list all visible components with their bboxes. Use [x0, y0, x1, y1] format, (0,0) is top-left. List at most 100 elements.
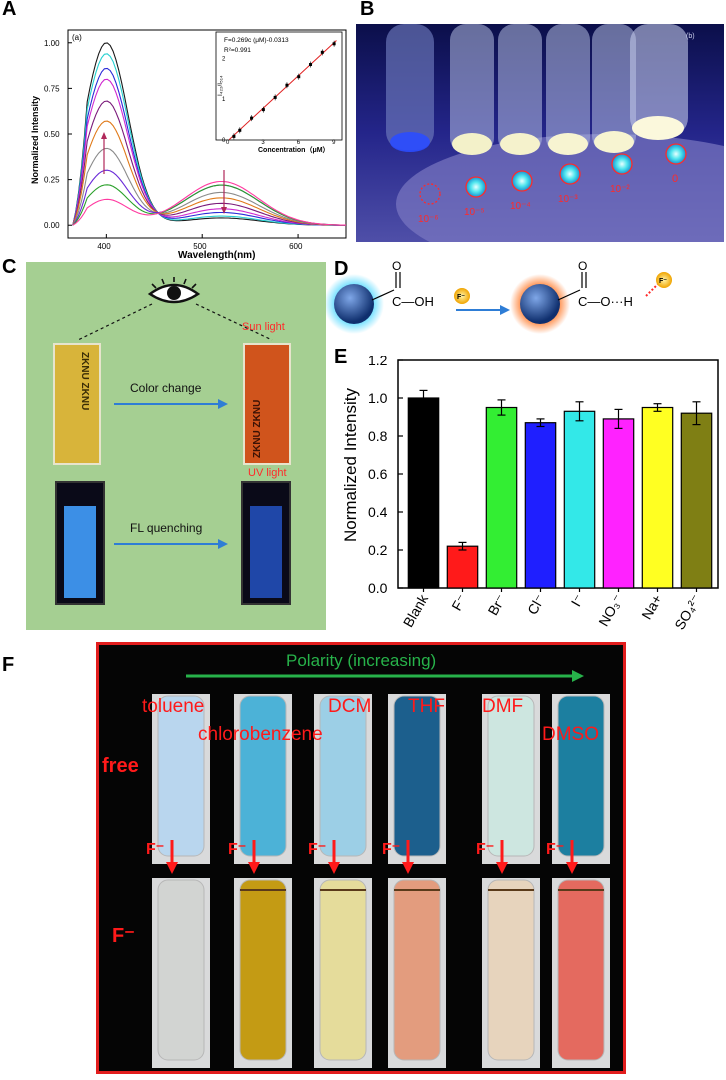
chart-xtick-label: Br⁻: [485, 592, 510, 619]
fluoride-add-label-4: F⁻: [476, 841, 494, 858]
inset-fit-line: [228, 40, 337, 140]
panel-letter-d: D: [334, 258, 349, 280]
row-label-free: free: [102, 755, 139, 777]
bar-0: [407, 397, 440, 589]
inset-point: [309, 63, 313, 67]
inset-point: [273, 95, 277, 99]
chart-xtick-label: I⁻: [568, 592, 587, 610]
inset-xtick-label: 6: [297, 140, 301, 146]
fluoride-add-arrowhead-icon: [166, 862, 178, 874]
hydrogen-bond: [645, 283, 659, 297]
right-group-label: C—O···H: [578, 294, 633, 309]
fluoride-add-arrowhead-icon: [566, 862, 578, 874]
inset-point: [297, 75, 301, 79]
solvent-label-dmf: DMF: [482, 696, 523, 717]
panel-b-spots: [419, 143, 687, 205]
fluoride-add-arrowhead-icon: [402, 862, 414, 874]
vial-orange-text: ZKNU ZKNU: [252, 400, 263, 458]
particle-right: [520, 284, 560, 324]
chart-xtick-label: Blank: [400, 591, 432, 630]
color-change-arrowhead-icon: [218, 399, 228, 409]
bar-3: [524, 422, 557, 589]
fluoride-ion-left: [454, 288, 470, 304]
panel-b-label-1: 10⁻⁶: [418, 214, 439, 225]
spectrum-curve: [72, 100, 346, 226]
bar-1: [446, 545, 479, 589]
spectrum-curve: [72, 147, 346, 226]
spectrum-curve: [72, 120, 346, 226]
panel-b-photo: (b) 10⁻⁶ 10⁻⁵ 10⁻⁴ 10⁻³ 10⁻² 0: [356, 24, 724, 242]
panel-b-label-4: 10⁻³: [558, 194, 578, 205]
panel-a-xlabel: Wavelength(nm): [178, 250, 255, 261]
chart-xtick-label: F⁻: [448, 592, 470, 614]
tube-free-4: [487, 695, 535, 857]
chart-ytick-label: 1.0: [368, 390, 388, 406]
fluoride-add-label-5: F⁻: [546, 841, 564, 858]
row-label-fluoride: F⁻: [112, 925, 135, 947]
polarity-label: Polarity (increasing): [286, 651, 436, 670]
panel-letter-b: B: [360, 0, 375, 20]
tube-fluoride-5: [557, 879, 605, 1061]
a-ytick-label: 0.75: [44, 84, 60, 93]
tube-free-0: [157, 695, 205, 857]
a-ytick-label: 1.00: [44, 39, 60, 48]
fluoride-add-label-0: F⁻: [146, 841, 164, 858]
panel-a-sublabel: (a): [72, 33, 82, 42]
spectrum-curve: [72, 180, 347, 226]
inset-xlabel: Concentration（μM）: [258, 146, 330, 154]
vial-yellow-text: ZKNU ZKNU: [79, 352, 90, 410]
tube-free-3: [393, 695, 441, 857]
a-xtick-label: 500: [193, 242, 207, 251]
chart-xtick-label: SO₄²⁻: [671, 592, 704, 633]
panel-b-tubes: [386, 24, 688, 155]
solvent-label-chlorobenzene: chlorobenzene: [198, 724, 323, 745]
solvent-label-dmso: DMSO: [542, 724, 599, 745]
fl-quenching-arrowhead-icon: [218, 539, 228, 549]
right-oxygen-label: O: [578, 259, 587, 273]
tube-fluoride-3: [393, 879, 441, 1061]
panel-letter-e: E: [334, 346, 348, 368]
bar-2: [485, 406, 518, 589]
inset-xtick-label: 0: [226, 140, 230, 146]
bar-4: [563, 410, 596, 589]
chart-ytick-label: 0.2: [368, 542, 388, 558]
sightline-right: [195, 303, 273, 341]
chart-xtick-label: Na+: [638, 592, 665, 623]
chart-ylabel: Normalized Intensity: [341, 387, 360, 542]
panel-b-label-5: 10⁻²: [610, 184, 630, 195]
inset-point: [320, 50, 324, 54]
vial-uv-left-glow: [64, 506, 96, 598]
solvent-tubes: F⁻F⁻F⁻F⁻F⁻F⁻: [146, 694, 610, 1068]
tube-fluoride-2: [319, 879, 367, 1061]
sun-light-label: Sun light: [242, 321, 285, 333]
bar-7: [680, 412, 713, 589]
panel-b-sublabel: (b): [686, 33, 695, 40]
eye-icon: [147, 277, 201, 304]
tube-free-5: [557, 695, 605, 857]
arrow-down-head-icon: [221, 207, 227, 214]
a-xtick-label: 600: [289, 242, 303, 251]
tube-fluoride-4: [487, 879, 535, 1061]
panel-letter-a: A: [2, 0, 17, 20]
vial-orange: [243, 343, 291, 465]
solvent-label-thf: THF: [408, 696, 445, 717]
chart-xtick-label: Cl⁻: [524, 592, 548, 618]
uv-light-label: UV light: [248, 467, 287, 479]
arrow-up-head-icon: [101, 132, 107, 139]
tube-free-1: [239, 695, 287, 857]
panel-b-plate: [396, 134, 724, 242]
panel-f-photo: Polarity (increasing) F⁻F⁻F⁻F⁻F⁻F⁻ free …: [96, 642, 626, 1074]
a-ytick-label: 0.50: [44, 130, 60, 139]
tube-free-2: [319, 695, 367, 857]
panel-letter-c: C: [2, 256, 17, 278]
fluoride-ion-right: [656, 272, 672, 288]
a-ytick-label: 0.25: [44, 176, 60, 185]
panel-letter-f: F: [2, 654, 15, 676]
vial-yellow: [53, 343, 101, 465]
bar-5: [602, 418, 635, 589]
chart-ytick-label: 0.0: [368, 580, 388, 596]
inset-point: [261, 108, 265, 112]
solvent-label-dcm: DCM: [328, 696, 371, 717]
